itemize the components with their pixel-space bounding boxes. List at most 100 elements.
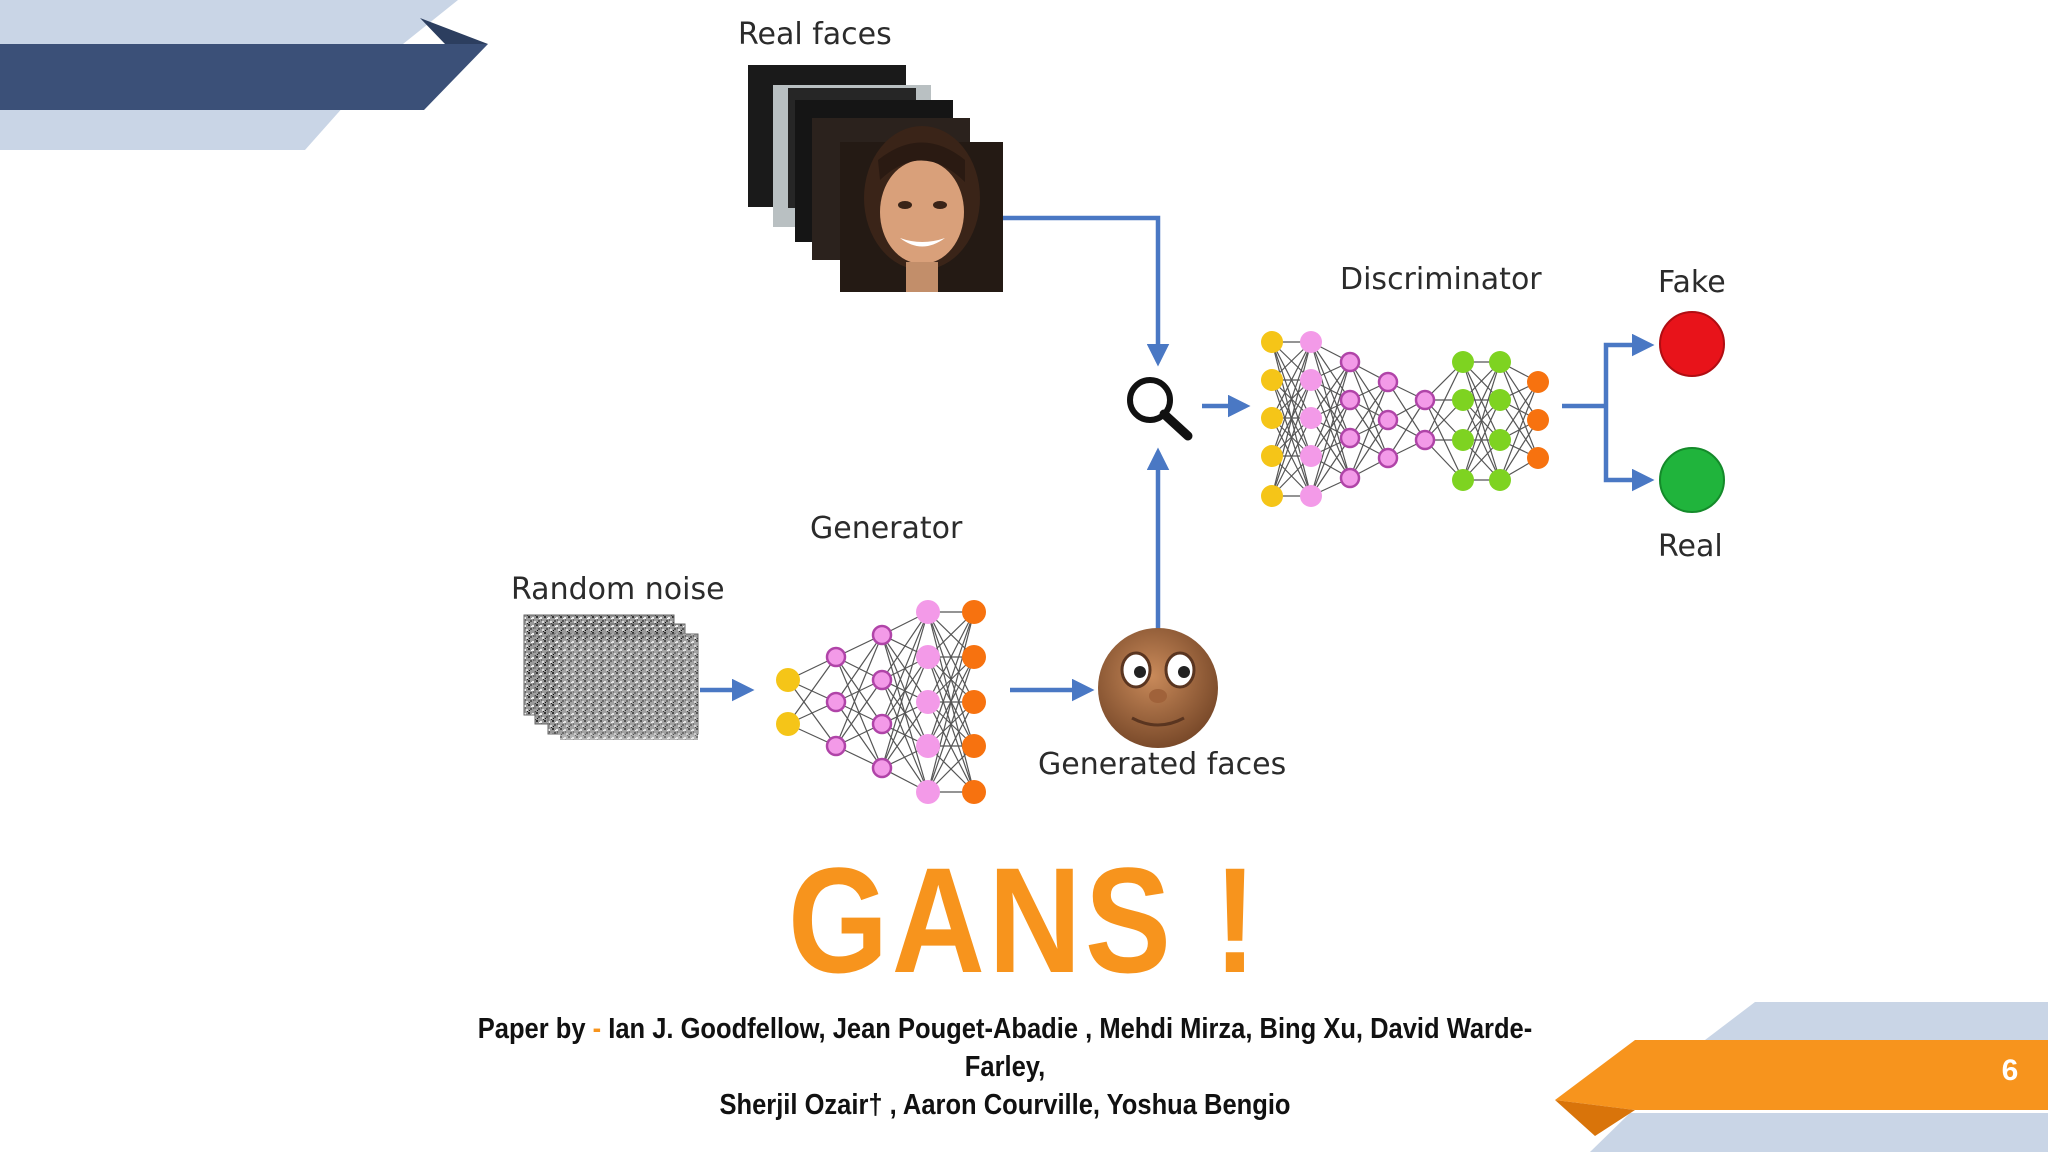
generated-face <box>1098 628 1218 748</box>
network-edge <box>927 611 975 703</box>
network-edge <box>1349 381 1389 479</box>
network-node <box>825 646 847 668</box>
network-edge <box>881 656 929 769</box>
network-edge <box>1271 341 1312 419</box>
network-node <box>1300 331 1322 353</box>
network-node <box>1452 351 1474 373</box>
generator-label: Generator <box>810 511 963 546</box>
network-node <box>1489 469 1511 491</box>
fake-output-node <box>1659 311 1725 377</box>
network-node <box>962 734 986 758</box>
bottom-right-banner <box>1555 1002 2048 1152</box>
network-node <box>1489 429 1511 451</box>
network-node <box>871 713 893 735</box>
network-node <box>1527 371 1549 393</box>
network-edge <box>881 723 929 793</box>
credits-prefix: Paper by <box>477 1013 586 1045</box>
network-node <box>962 600 986 624</box>
network-edge <box>1349 381 1389 439</box>
discriminator-network <box>1261 331 1549 507</box>
network-node <box>1377 409 1399 431</box>
discriminator-output-arrows <box>1562 333 1655 492</box>
network-edge <box>1271 379 1312 497</box>
network-node <box>1339 467 1361 489</box>
network-edge <box>835 679 883 747</box>
network-edge <box>881 701 929 769</box>
real-faces-label: Real faces <box>738 17 892 52</box>
network-node <box>916 734 940 758</box>
real-output-node <box>1659 447 1725 513</box>
network-edge <box>1310 361 1351 497</box>
network-edge <box>835 634 883 747</box>
network-node <box>1300 407 1322 429</box>
network-node <box>1300 445 1322 467</box>
network-node <box>1261 369 1283 391</box>
network-edge <box>1310 399 1351 497</box>
network-edge <box>1349 419 1389 479</box>
network-node <box>1300 485 1322 507</box>
network-edge <box>881 611 929 769</box>
network-edge <box>1271 341 1312 457</box>
credits-line-1: Paper by - Ian J. Goodfellow, Jean Pouge… <box>455 1010 1555 1086</box>
network-node <box>1452 469 1474 491</box>
network-edge <box>1499 381 1539 481</box>
network-node <box>1489 389 1511 411</box>
network-node <box>1377 447 1399 469</box>
network-edge <box>927 656 975 793</box>
network-edge <box>881 611 929 725</box>
credits-line-2: Sherjil Ozair† , Aaron Courville, Yoshua… <box>719 1089 1291 1121</box>
network-node <box>916 645 940 669</box>
network-edge <box>881 611 929 681</box>
network-node <box>1339 351 1361 373</box>
network-node <box>1377 371 1399 393</box>
network-node <box>1452 389 1474 411</box>
network-node <box>962 645 986 669</box>
network-node <box>1527 447 1549 469</box>
network-node <box>962 690 986 714</box>
network-node <box>776 712 800 736</box>
network-edge <box>1499 381 1539 441</box>
network-edge <box>1462 399 1501 481</box>
network-edge <box>1424 361 1464 441</box>
network-node <box>1300 369 1322 391</box>
real-label: Real <box>1658 529 1723 564</box>
network-edge <box>927 611 975 793</box>
fake-label: Fake <box>1658 265 1726 300</box>
slide-title: GANS ! <box>787 836 1261 1004</box>
top-left-banner <box>0 0 488 150</box>
random-noise-label: Random noise <box>511 572 725 607</box>
network-edge <box>1310 361 1351 419</box>
random-noise-stack <box>523 614 699 740</box>
magnifier-icon <box>1127 377 1193 441</box>
network-edge <box>1387 399 1426 459</box>
network-edge <box>1310 437 1351 497</box>
network-edge <box>1462 361 1501 441</box>
real-face-photo <box>864 126 980 292</box>
network-edge <box>1462 361 1501 481</box>
page-number: 6 <box>2001 1054 2019 1087</box>
network-node <box>1527 409 1549 431</box>
network-node <box>871 669 893 691</box>
generated-faces-label: Generated faces <box>1038 747 1286 782</box>
network-edge <box>1499 399 1539 459</box>
generator-network <box>776 600 986 804</box>
network-edge <box>927 701 975 793</box>
network-node <box>1261 485 1283 507</box>
network-edge <box>787 656 837 725</box>
network-node <box>1489 351 1511 373</box>
network-node <box>916 780 940 804</box>
network-node <box>1339 389 1361 411</box>
network-node <box>825 735 847 757</box>
arrow-real-to-discriminator <box>1003 215 1170 367</box>
network-node <box>1339 427 1361 449</box>
network-node <box>916 600 940 624</box>
network-node <box>1261 331 1283 353</box>
credits-dash: - <box>592 1013 602 1045</box>
network-node <box>776 668 800 692</box>
network-edge <box>1387 381 1426 441</box>
network-node <box>871 624 893 646</box>
network-edge <box>927 611 975 747</box>
network-edge <box>1499 419 1539 481</box>
network-node <box>871 757 893 779</box>
